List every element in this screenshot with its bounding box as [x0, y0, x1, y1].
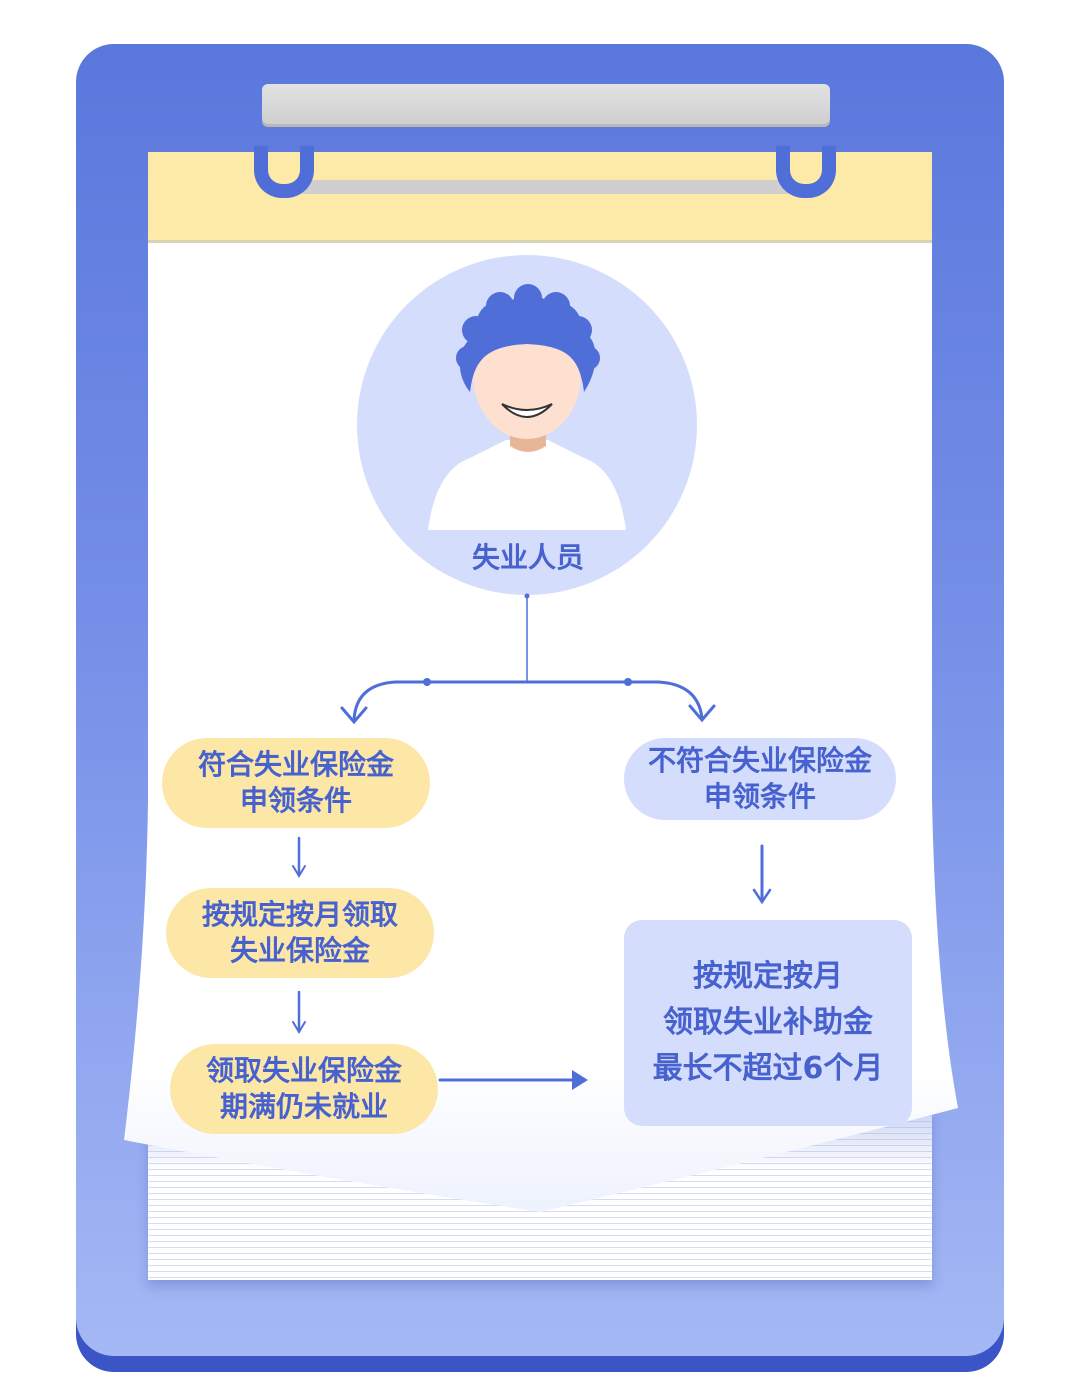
clipboard-clip-bar: [262, 84, 830, 124]
node-line: 申领条件: [703, 780, 816, 813]
node-line: 符合失业保险金: [197, 748, 394, 781]
node-line: 领取失业保险金: [205, 1054, 402, 1087]
node-line: 最长不超过6个月: [652, 1051, 884, 1086]
arrowhead-right: [572, 1070, 588, 1090]
node-line: 失业保险金: [229, 934, 370, 967]
node-eligible-condition: 符合失业保险金 申领条件: [162, 738, 430, 828]
node-line: 按规定按月领取: [201, 898, 398, 931]
node-unemployment-subsidy: 按规定按月 领取失业补助金 最长不超过6个月: [624, 920, 912, 1126]
node-line: 不符合失业保险金: [647, 744, 872, 777]
node-line: 期满仍未就业: [219, 1090, 388, 1123]
node-ineligible-condition: 不符合失业保险金 申领条件: [624, 738, 896, 820]
node-still-unemployed: 领取失业保险金 期满仍未就业: [170, 1044, 438, 1134]
node-line: 按规定按月: [693, 959, 843, 994]
node-line: 申领条件: [239, 784, 352, 817]
clip-hook-right: [776, 146, 836, 198]
connector-lines: [292, 593, 772, 1082]
person-avatar-icon: [357, 255, 697, 595]
person-label: 失业人员: [471, 541, 584, 574]
node-monthly-insurance: 按规定按月领取 失业保险金: [166, 888, 434, 978]
clipboard-clip-rod: [300, 180, 790, 194]
node-line: 领取失业补助金: [663, 1005, 873, 1040]
clip-hook-left: [254, 146, 314, 198]
